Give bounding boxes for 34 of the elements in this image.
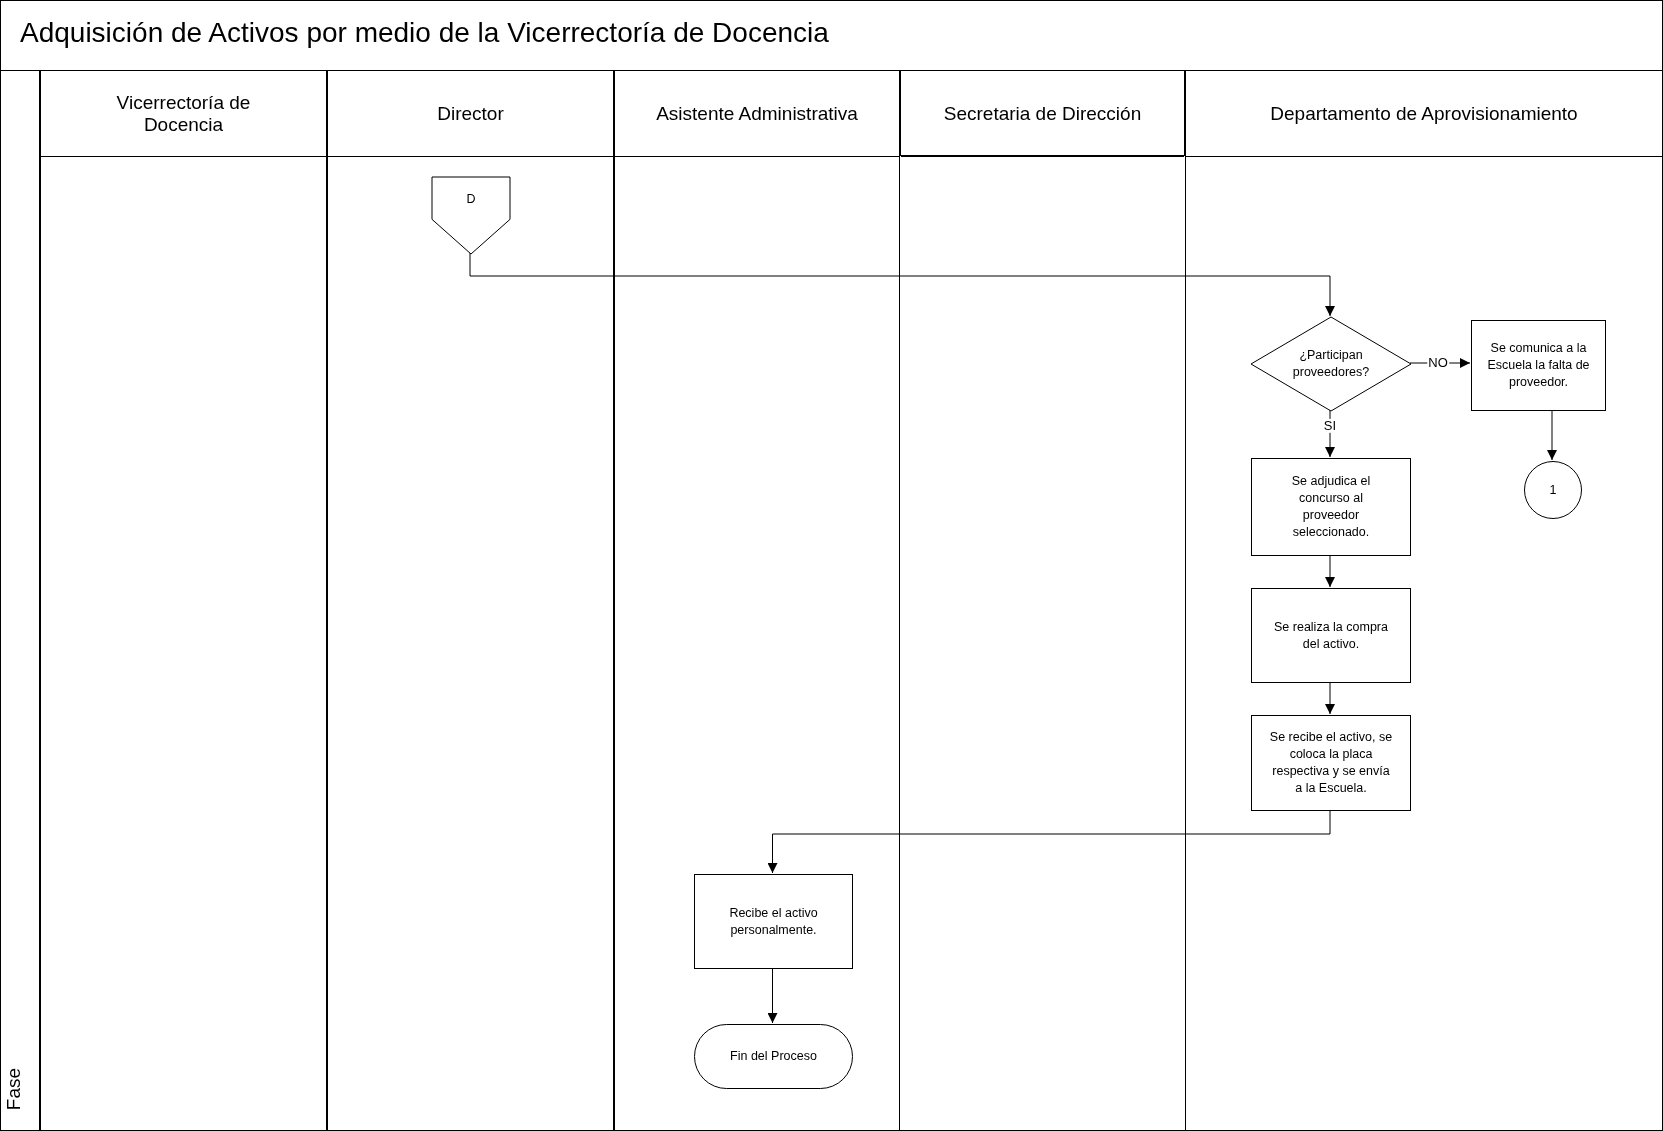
- arrow: [1547, 409, 1557, 461]
- node-text: Se adjudica el concurso al proveedor seleccionado.: [1290, 473, 1372, 541]
- diagram-title: Adquisición de Activos por medio de la Vicerrectoría de Docencia: [20, 17, 829, 49]
- swimlane: [327, 70, 614, 1131]
- lane-header: Director: [436, 102, 505, 125]
- node-text: Se recibe el activo, se coloca la placa respectiva y se envía a la Escuela.: [1268, 729, 1394, 797]
- arrow: [767, 967, 778, 1024]
- node-text: ¿Participan proveedores?: [1291, 347, 1371, 381]
- node-text: Fin del Proceso: [729, 1048, 818, 1065]
- lane-header: Vicerrectoría de Docencia: [115, 91, 252, 136]
- node-text: Se realiza la compra del activo.: [1273, 618, 1389, 653]
- process-box: [1471, 320, 1606, 411]
- lane-header: Asistente Administrativa: [655, 102, 859, 125]
- node-text: 1: [1548, 481, 1558, 499]
- arrow: [1325, 554, 1335, 588]
- node-text: Se comunica a la Escuela la falta de proveedor.: [1486, 340, 1591, 391]
- arrow: [1325, 681, 1335, 715]
- node-text: Recibe el activo personalmente.: [728, 904, 819, 939]
- swimlane: [614, 70, 900, 1131]
- arrow: [1409, 358, 1471, 368]
- edge-label: SI: [1322, 418, 1338, 434]
- phase-label: Fase: [3, 1067, 26, 1111]
- arrow: [469, 252, 1335, 317]
- node-text: D: [465, 191, 477, 208]
- process-box: [1251, 715, 1411, 811]
- lane-header: Departamento de Aprovisionamiento: [1269, 102, 1579, 125]
- lane-header: Secretaria de Dirección: [942, 102, 1143, 125]
- process-box: [1251, 458, 1411, 556]
- swimlane: [1185, 70, 1663, 1131]
- process-box: [694, 874, 853, 969]
- swimlane: [40, 70, 327, 1131]
- swimlane: [900, 70, 1185, 156]
- arrow: [767, 809, 1331, 874]
- process-box: [1251, 588, 1411, 683]
